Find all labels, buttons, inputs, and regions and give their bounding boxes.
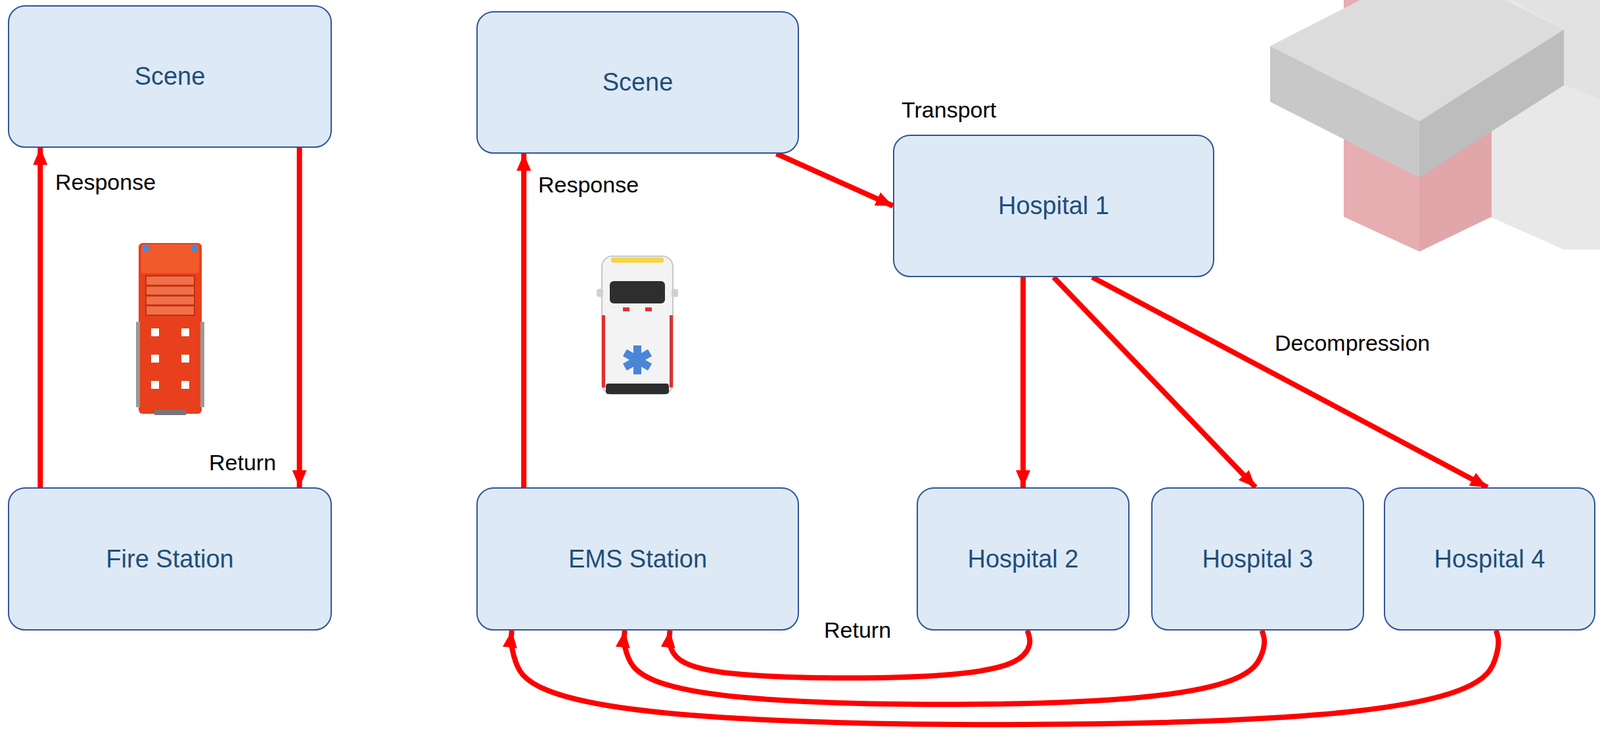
flow-arrow	[776, 153, 893, 207]
process-box: Hospital 4	[1383, 487, 1596, 631]
box-label: Hospital 4	[1434, 545, 1546, 574]
process-box: Hospital 1	[892, 134, 1215, 278]
box-label: Scene	[134, 62, 206, 91]
flow-arrow	[1020, 277, 1026, 488]
process-box: Scene	[7, 5, 332, 148]
flow-arrow	[1092, 277, 1488, 488]
process-box: Scene	[476, 11, 800, 154]
fire-truck-icon	[136, 243, 205, 416]
box-label: Hospital 3	[1202, 545, 1314, 574]
flow-arrow	[297, 147, 303, 488]
edge-label: Transport	[898, 97, 999, 123]
flow-arrow	[511, 630, 1499, 725]
edge-label: Return	[821, 617, 894, 644]
edge-label: Response	[535, 172, 642, 198]
flow-arrow	[37, 147, 43, 488]
box-label: Fire Station	[105, 545, 234, 574]
edge-label: Decompression	[1272, 330, 1433, 357]
box-label: Hospital 1	[998, 191, 1110, 221]
logo-graphic	[1270, 0, 1600, 252]
edge-label: Response	[52, 169, 159, 196]
process-box: Hospital 3	[1151, 487, 1365, 631]
flow-arrow	[521, 153, 527, 488]
process-box: Fire Station	[7, 487, 332, 631]
process-box: Hospital 2	[916, 487, 1130, 631]
edge-label: Return	[206, 450, 279, 476]
process-box: EMS Station	[476, 487, 800, 631]
flow-arrow	[624, 630, 1265, 706]
box-label: Scene	[602, 68, 674, 97]
box-label: EMS Station	[568, 545, 708, 574]
ambulance-icon	[596, 256, 679, 395]
box-label: Hospital 2	[967, 545, 1079, 574]
